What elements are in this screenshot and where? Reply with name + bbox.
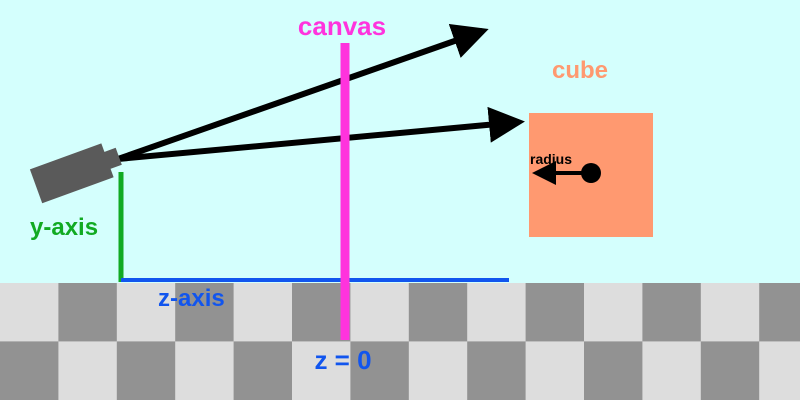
- floor-tile: [525, 283, 585, 342]
- floor-tile: [58, 341, 118, 400]
- floor-tile: [175, 341, 235, 400]
- floor-tile: [233, 341, 293, 400]
- floor-tile: [700, 283, 760, 342]
- y-axis-label: y-axis: [30, 214, 98, 241]
- floor-tile: [175, 283, 235, 342]
- floor-tile: [292, 341, 351, 400]
- floor-tile: [584, 283, 643, 342]
- floor-tile: [642, 341, 702, 400]
- ray-lower: [117, 106, 525, 162]
- floor-tile: [759, 341, 800, 400]
- floor-tile: [642, 283, 702, 342]
- checkerboard-floor: [0, 283, 800, 400]
- floor-tile: [759, 283, 800, 342]
- floor-tile: [58, 283, 118, 342]
- floor-tile: [584, 341, 643, 400]
- camera-icon: [29, 143, 122, 204]
- cube-label: cube: [552, 57, 608, 84]
- floor-tile: [233, 283, 293, 342]
- floor-tile: [408, 283, 468, 342]
- cube-center-point: [581, 163, 601, 183]
- sky-background: [0, 0, 800, 283]
- floor-tile: [0, 341, 59, 400]
- ray-upper: [117, 23, 489, 162]
- canvas-label: canvas: [298, 11, 386, 41]
- floor-tile: [350, 341, 410, 400]
- floor-tile: [467, 283, 527, 342]
- z-axis-label: z-axis: [158, 285, 225, 312]
- floor-tile: [525, 341, 585, 400]
- floor-tile: [116, 283, 176, 342]
- z-zero-label: z = 0: [314, 345, 371, 375]
- floor-tile: [700, 341, 760, 400]
- radius-label: radius: [530, 151, 572, 167]
- floor-tile: [116, 341, 176, 400]
- floor-tile: [350, 283, 410, 342]
- floor-tile: [408, 341, 468, 400]
- floor-tile: [467, 341, 527, 400]
- floor-tile: [0, 283, 59, 342]
